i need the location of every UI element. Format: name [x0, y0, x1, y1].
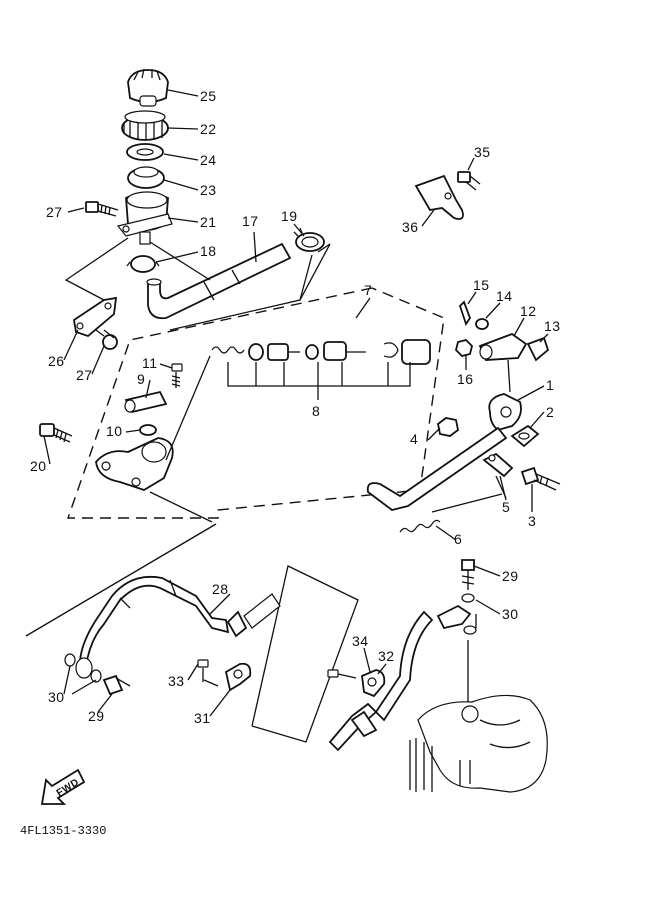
bolt-20	[39, 423, 73, 443]
plate-2	[510, 424, 540, 448]
washer-30-right	[436, 593, 477, 635]
part-label-14: 14	[496, 288, 513, 304]
screw-34	[327, 669, 357, 679]
part-label-1: 1	[546, 377, 554, 393]
cap-ring-22	[121, 110, 169, 141]
part-label-16: 16	[457, 371, 474, 387]
diagram-code: 4FL1351-3330	[20, 824, 106, 838]
pin-13	[526, 336, 550, 362]
master-cylinder-assembly-boundary	[67, 287, 445, 519]
part-label-20: 20	[30, 458, 47, 474]
part-label-17: 17	[242, 213, 259, 229]
brake-pedal-1	[366, 393, 522, 511]
part-label-18: 18	[200, 243, 217, 259]
part-label-22: 22	[200, 121, 217, 137]
part-label-33: 33	[168, 673, 185, 689]
union-bolt-29-right	[461, 559, 475, 590]
part-label-3: 3	[528, 513, 536, 529]
part-label-6: 6	[454, 531, 462, 547]
clamp-19	[293, 227, 325, 252]
clip-32	[361, 669, 386, 698]
part-label-31: 31	[194, 710, 211, 726]
part-label-27-lower: 27	[76, 367, 93, 383]
piston-kit-8	[211, 339, 431, 400]
bracket-36	[414, 174, 464, 220]
screw-11	[171, 363, 183, 388]
fwd-arrow-icon	[40, 768, 86, 805]
hose-17	[146, 242, 292, 320]
bolt-27-lower	[95, 329, 118, 350]
part-label-10: 10	[106, 423, 123, 439]
screw-33	[197, 659, 209, 682]
part-label-13: 13	[544, 318, 561, 334]
part-label-23: 23	[200, 182, 217, 198]
leader-line	[64, 237, 129, 301]
part-label-24: 24	[200, 152, 217, 168]
part-label-19: 19	[281, 208, 298, 224]
o-ring-10	[139, 424, 157, 436]
leader-line	[149, 241, 313, 301]
nut-16	[455, 339, 473, 357]
part-label-29-right: 29	[502, 568, 519, 584]
lower-hose-bracket	[251, 565, 359, 743]
leader-line	[149, 355, 213, 523]
brake-hose-lower	[328, 610, 434, 752]
part-label-4: 4	[410, 431, 418, 447]
bolt-35	[457, 171, 481, 191]
part-label-8: 8	[312, 403, 320, 419]
clip-31	[203, 662, 252, 692]
union-bolt-29-left	[102, 674, 131, 696]
part-label-34: 34	[352, 633, 369, 649]
part-label-27-upper: 27	[46, 204, 63, 220]
bolt-27-upper	[85, 201, 119, 217]
clevis-12	[478, 332, 528, 361]
part-label-26: 26	[48, 353, 65, 369]
bracket-26	[73, 296, 118, 338]
part-label-35: 35	[474, 144, 491, 160]
part-label-30-right: 30	[502, 606, 519, 622]
diaphragm-24	[126, 143, 164, 161]
brake-caliper	[409, 694, 548, 793]
washer-30-left	[64, 653, 102, 683]
hose-clamp-18	[126, 255, 160, 273]
part-label-5: 5	[502, 499, 510, 515]
part-label-7: 7	[364, 282, 372, 298]
part-label-29-left: 29	[88, 708, 105, 724]
part-label-15: 15	[473, 277, 490, 293]
reservoir-cap-25	[127, 68, 169, 107]
lower-hose-boundary	[25, 523, 217, 637]
part-label-25: 25	[200, 88, 217, 104]
leader-line	[169, 243, 331, 331]
return-spring-6	[399, 519, 441, 533]
part-label-12: 12	[520, 303, 537, 319]
pin-15	[458, 300, 472, 327]
part-label-32: 32	[378, 648, 395, 664]
diaphragm-plate-23	[127, 166, 165, 189]
part-label-2: 2	[546, 404, 554, 420]
brake-hose-28	[75, 575, 281, 679]
nut-4	[437, 417, 459, 437]
part-label-9: 9	[137, 371, 145, 387]
part-label-30-left: 30	[48, 689, 65, 705]
part-label-11: 11	[142, 355, 158, 371]
union-bolt-9	[124, 390, 168, 414]
spring-hook-5	[482, 452, 514, 478]
label-leader-lines	[43, 89, 549, 717]
part-label-21: 21	[200, 214, 217, 230]
bolt-3	[520, 466, 561, 491]
part-label-36: 36	[402, 219, 419, 235]
master-cylinder-body	[95, 437, 174, 491]
reservoir-body-21	[116, 191, 173, 245]
washer-14	[475, 318, 489, 330]
part-label-28: 28	[212, 581, 229, 597]
